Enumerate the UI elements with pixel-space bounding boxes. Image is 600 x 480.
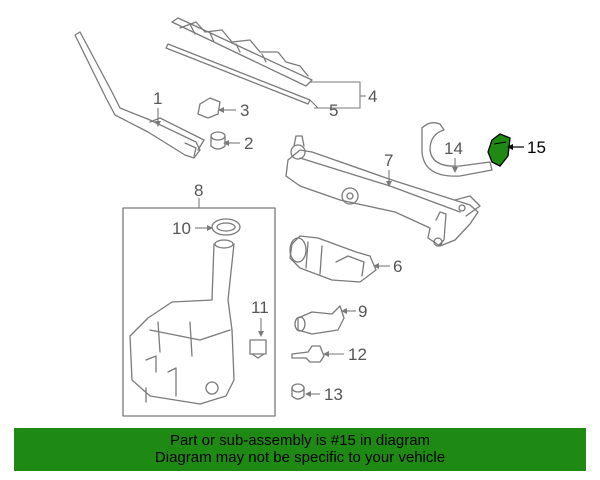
callout-10: 10: [172, 219, 191, 238]
small-grommet-part: [291, 383, 305, 400]
callout-14: 14: [444, 139, 463, 158]
callout-2: 2: [244, 134, 253, 153]
callout-8: 8: [194, 181, 203, 200]
callout-11: 11: [251, 298, 269, 317]
pivot-nut-part: [210, 131, 226, 150]
callout-7: 7: [384, 151, 393, 170]
callout-12: 12: [348, 345, 367, 364]
banner-line-2: Diagram may not be specific to your vehi…: [154, 449, 446, 466]
washer-pump: [294, 305, 345, 335]
grommet-part: [249, 339, 267, 359]
callout-13: 13: [324, 385, 343, 404]
connector-part: [291, 345, 325, 363]
banner-line-1: Part or sub-assembly is #15 in diagram: [169, 432, 431, 449]
parts-diagram: 1 2 3 4 5 6 7 8 9 10 11 12 13 14 15: [74, 17, 546, 417]
callout-9: 9: [358, 302, 367, 321]
callout-5: 5: [329, 101, 338, 120]
washer-reservoir: [129, 239, 235, 405]
washer-hose: [421, 122, 493, 177]
callout-6: 6: [393, 257, 402, 276]
wiper-blade: [165, 17, 313, 105]
arm-cap-part: [197, 97, 221, 119]
callout-4: 4: [368, 87, 377, 106]
callout-1: 1: [153, 89, 162, 108]
wiper-linkage: [285, 135, 481, 247]
leader-lines: [155, 81, 524, 397]
wiper-motor: [289, 235, 377, 283]
reservoir-cap: [211, 218, 241, 236]
info-banner: Part or sub-assembly is #15 in diagram D…: [14, 428, 586, 471]
wiper-arm: [74, 31, 205, 159]
callout-15: 15: [527, 138, 546, 157]
callout-3: 3: [240, 101, 249, 120]
washer-nozzle-highlighted: [487, 133, 511, 167]
